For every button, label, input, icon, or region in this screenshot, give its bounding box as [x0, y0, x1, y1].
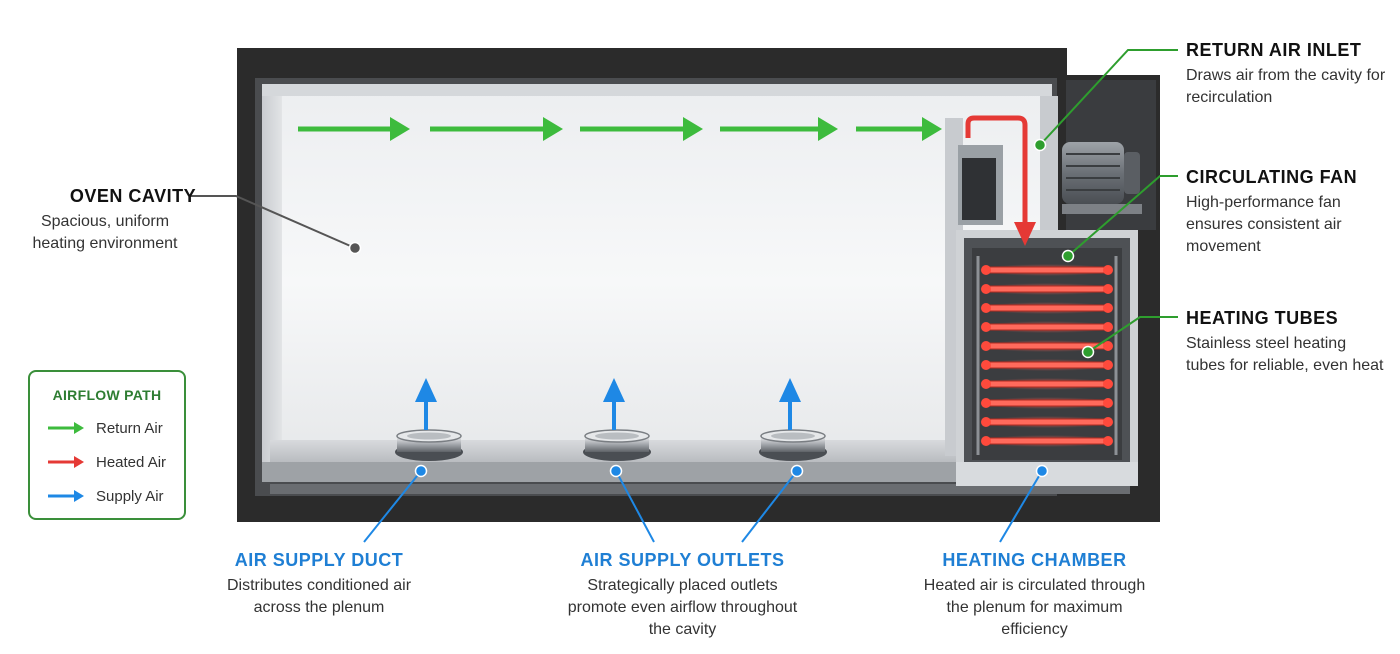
supply-air-arrow	[415, 378, 437, 430]
return-air-inlet-title: RETURN AIR INLET	[1186, 40, 1362, 60]
heating-tube-bay	[972, 248, 1122, 460]
callout-circulating-fan: CIRCULATING FAN High-performance fan ens…	[1186, 167, 1386, 258]
heating-tube	[978, 435, 1116, 447]
heated-air-arrow	[965, 115, 1036, 246]
airflow-legend: AIRFLOW PATH Return Air Heated Air Suppl…	[28, 370, 186, 520]
air-supply-duct-title: AIR SUPPLY DUCT	[234, 550, 404, 570]
circulating-fan-desc: High-performance fan ensures consistent …	[1186, 194, 1342, 255]
callout-oven-cavity: OVEN CAVITY Spacious, uniform heating en…	[33, 186, 228, 255]
return-air-arrow	[430, 117, 563, 141]
callout-heating-chamber: HEATING CHAMBER Heated air is circulated…	[922, 550, 1147, 641]
leader-line	[741, 464, 804, 543]
inlet-damper-opening	[962, 158, 996, 220]
legend-return-air-label: Return Air	[96, 419, 163, 437]
cavity-background	[262, 84, 1052, 482]
oven-cavity-desc: Spacious, uniform heating environment	[32, 213, 178, 252]
legend-supply-air-arrow-icon	[48, 490, 84, 502]
legend-item-heated-air: Heated Air	[46, 452, 166, 472]
supply-air-arrow	[603, 378, 625, 430]
leader-lines	[190, 49, 1178, 543]
heating-tubes	[976, 256, 1118, 455]
heating-tube	[978, 321, 1116, 333]
cavity-ceiling	[262, 84, 1052, 96]
air-supply-outlet	[759, 429, 827, 461]
legend-supply-air-label: Supply Air	[96, 487, 164, 505]
legend-title: AIRFLOW PATH	[52, 387, 162, 403]
circulating-fan-motor	[1062, 142, 1142, 214]
heating-tubes-desc: Stainless steel heating tubes for reliab…	[1186, 335, 1384, 374]
legend-item-return-air: Return Air	[46, 418, 163, 438]
heating-chamber-desc: Heated air is circulated through the ple…	[923, 577, 1146, 638]
heating-tube	[978, 378, 1116, 390]
plenum-floor	[262, 462, 1052, 482]
fan-motor-base	[1062, 204, 1142, 214]
heating-tube	[978, 302, 1116, 314]
callout-return-air-inlet: RETURN AIR INLET Draws air from the cavi…	[1186, 40, 1386, 109]
plenum-rail	[270, 484, 1130, 494]
heating-tube	[978, 283, 1116, 295]
return-air-arrow	[856, 117, 942, 141]
heating-tube	[978, 416, 1116, 428]
oven-cavity	[262, 84, 1130, 494]
cavity-left-wall	[262, 84, 282, 482]
legend-return-air-arrow-icon	[48, 422, 84, 434]
callout-heating-tubes: HEATING TUBES Stainless steel heating tu…	[1186, 308, 1386, 377]
heating-tube	[978, 340, 1116, 352]
heating-tube	[978, 397, 1116, 409]
callout-air-supply-outlets: AIR SUPPLY OUTLETS Strategically placed …	[560, 550, 805, 641]
return-air-arrow	[720, 117, 838, 141]
circulating-fan-title: CIRCULATING FAN	[1186, 167, 1358, 187]
return-air-inlet-desc: Draws air from the cavity for recirculat…	[1186, 67, 1386, 106]
air-supply-outlets-desc: Strategically placed outlets promote eve…	[567, 577, 798, 638]
leader-line	[1033, 49, 1178, 152]
air-supply-outlets-title: AIR SUPPLY OUTLETS	[580, 550, 785, 570]
inlet-panel-right	[1040, 96, 1058, 231]
air-supply-outlets	[395, 378, 827, 461]
heating-chamber-title: HEATING CHAMBER	[942, 550, 1127, 570]
heating-chamber	[956, 230, 1138, 486]
legend-heated-air-label: Heated Air	[96, 453, 167, 471]
legend-heated-air-arrow-icon	[48, 456, 84, 468]
legend-item-supply-air: Supply Air	[46, 486, 164, 506]
fan-motor-endcap	[1124, 152, 1140, 194]
leader-line	[1081, 316, 1178, 359]
leader-line	[363, 464, 428, 543]
heating-tube	[978, 264, 1116, 276]
heating-tube	[978, 359, 1116, 371]
leader-line	[1061, 175, 1178, 263]
supply-air-arrow	[779, 378, 801, 430]
callout-air-supply-duct: AIR SUPPLY DUCT Distributes conditioned …	[214, 550, 424, 619]
heating-tubes-title: HEATING TUBES	[1186, 308, 1339, 328]
air-supply-duct-desc: Distributes conditioned air across the p…	[226, 577, 412, 616]
leader-line	[609, 464, 655, 543]
air-supply-outlet	[583, 429, 651, 461]
airflow-arrows	[298, 115, 1036, 246]
leader-line	[190, 195, 362, 255]
fan-motor-body	[1062, 142, 1124, 204]
leader-line	[999, 464, 1049, 543]
return-air-arrow	[298, 117, 410, 141]
oven-cavity-title: OVEN CAVITY	[69, 186, 197, 206]
air-supply-outlet	[395, 429, 463, 461]
return-air-arrow	[580, 117, 703, 141]
